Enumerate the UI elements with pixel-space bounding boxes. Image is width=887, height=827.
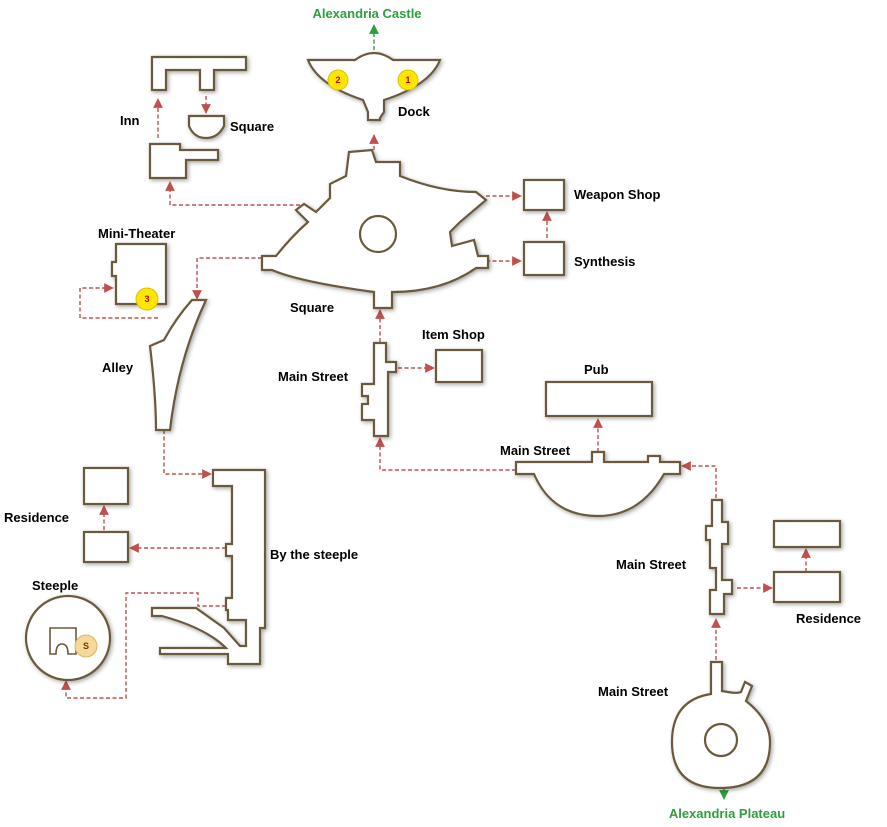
room-inn-upper[interactable] (150, 55, 248, 92)
room-synthesis[interactable] (522, 240, 566, 277)
label-synthesis: Synthesis (574, 254, 635, 269)
marker-2[interactable] (327, 69, 349, 91)
label-mini-theater: Mini-Theater (98, 226, 175, 241)
room-residence-left-lower[interactable] (82, 530, 130, 564)
marker-1[interactable] (397, 69, 419, 91)
save-point-label: S (83, 641, 89, 651)
label-steeple: Steeple (32, 578, 78, 593)
room-dock[interactable]: 2 1 (306, 51, 442, 122)
label-by-the-steeple: By the steeple (270, 547, 358, 562)
label-main-street-2: Main Street (500, 443, 571, 458)
room-small-square[interactable] (187, 114, 226, 140)
label-weapon-shop: Weapon Shop (574, 187, 660, 202)
room-residence-right-lower[interactable] (772, 570, 842, 604)
label-pub: Pub (584, 362, 609, 377)
exit-label-castle[interactable]: Alexandria Castle (312, 6, 421, 21)
room-mini-theater[interactable]: 3 (110, 242, 168, 311)
room-main-street-1[interactable] (360, 341, 398, 438)
marker-3-label: 3 (144, 294, 149, 304)
label-inn: Inn (120, 113, 140, 128)
exit-label-plateau[interactable]: Alexandria Plateau (669, 806, 785, 821)
room-steeple[interactable]: S (24, 594, 112, 682)
room-weapon-shop[interactable] (522, 178, 566, 212)
label-residence-right: Residence (796, 611, 861, 626)
room-by-the-steeple[interactable] (150, 468, 267, 666)
room-pub[interactable] (544, 380, 654, 418)
room-residence-right-upper[interactable] (772, 519, 842, 549)
room-main-street-2[interactable] (514, 450, 682, 518)
label-small-square: Square (230, 119, 274, 134)
label-residence-left: Residence (4, 510, 69, 525)
label-dock: Dock (398, 104, 431, 119)
label-square-main: Square (290, 300, 334, 315)
room-item-shop[interactable] (434, 348, 484, 384)
label-item-shop: Item Shop (422, 327, 485, 342)
room-residence-left-upper[interactable] (82, 466, 130, 506)
label-alley: Alley (102, 360, 134, 375)
connection-links (61, 96, 811, 699)
marker-3[interactable] (135, 287, 159, 311)
marker-2-label: 2 (335, 75, 340, 85)
room-square-main[interactable] (260, 148, 490, 310)
label-main-street-4: Main Street (598, 684, 669, 699)
room-alley[interactable] (148, 298, 208, 432)
room-main-street-3[interactable] (704, 498, 734, 616)
label-main-street-1: Main Street (278, 369, 349, 384)
room-inn[interactable] (148, 142, 220, 180)
save-point-marker[interactable] (74, 634, 98, 658)
marker-1-label: 1 (405, 75, 410, 85)
room-main-street-4[interactable] (670, 660, 772, 790)
label-main-street-3: Main Street (616, 557, 687, 572)
